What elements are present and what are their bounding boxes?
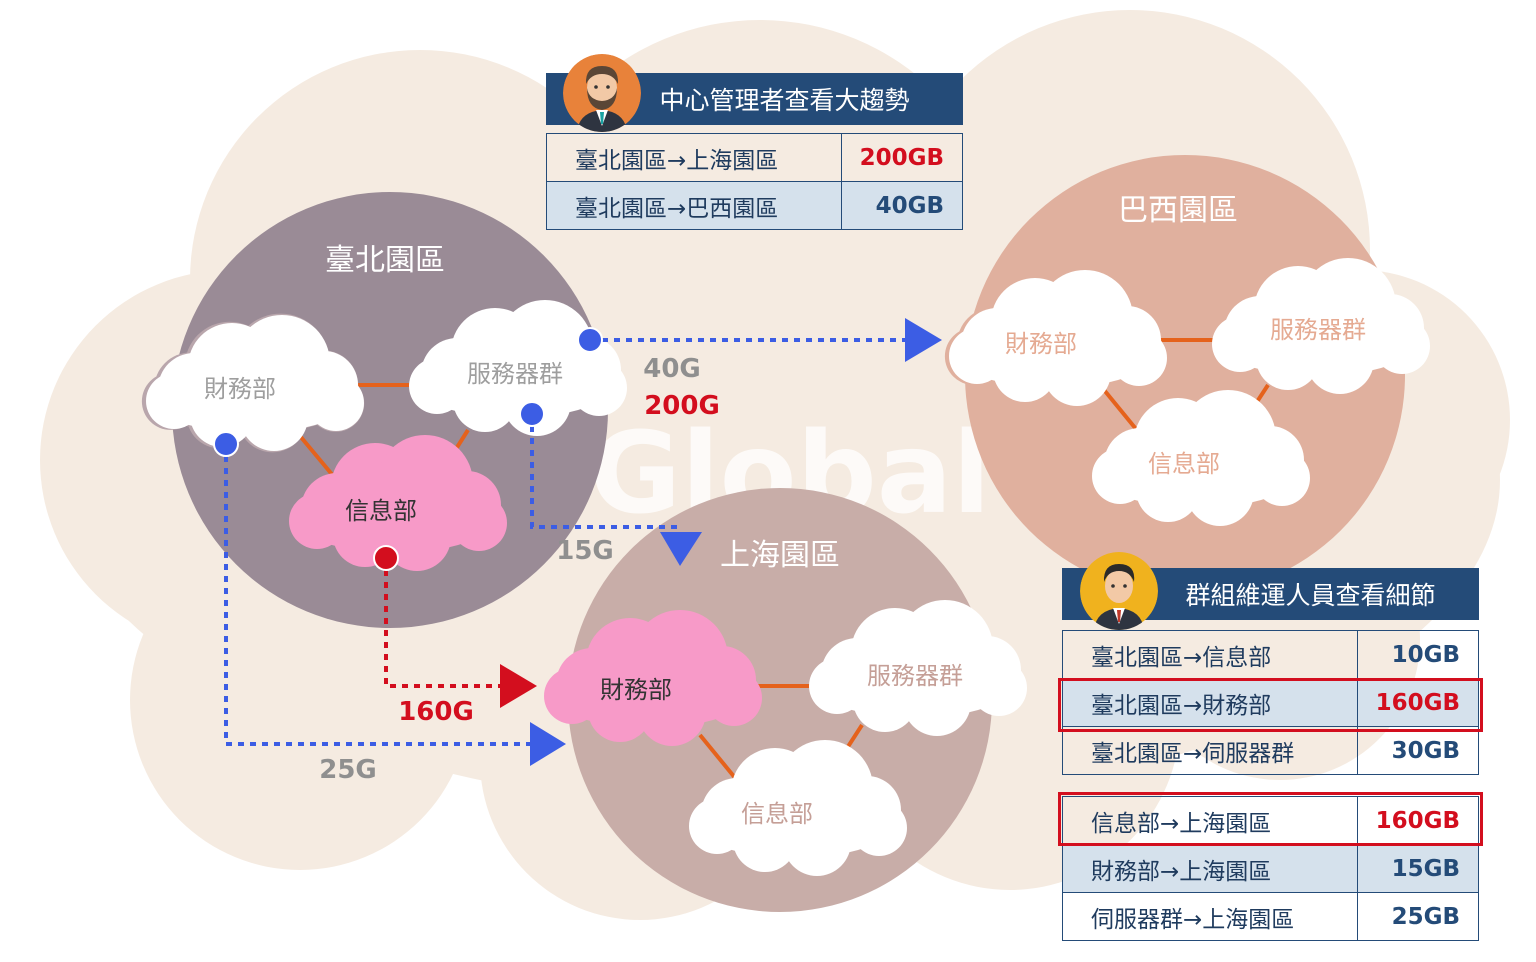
taipei-it-port-dot — [373, 545, 399, 571]
table-row: 臺北園區→巴西園區 40GB — [546, 181, 963, 230]
taipei-finance-label: 財務部 — [204, 375, 276, 403]
ops-group2-table: 信息部→上海園區 160GB 財務部→上海園區 15GB 伺服器群→上海園區 2… — [1062, 796, 1479, 941]
flow-servers-to-shanghai — [530, 414, 702, 566]
route-cell: 臺北園區→伺服器群 — [1062, 726, 1358, 775]
flow-label-40g: 40G — [643, 354, 701, 384]
route-cell: 信息部→上海園區 — [1062, 796, 1358, 845]
shanghai-finance-label: 財務部 — [600, 676, 672, 704]
shanghai-servers-cloud: 服務器群 — [809, 600, 1027, 736]
route-cell: 臺北園區→巴西園區 — [546, 181, 842, 230]
taipei-finance-port-dot — [213, 431, 239, 457]
flow-label-15g: 15G — [556, 536, 614, 566]
taipei-servers-cloud: 服務器群 — [409, 300, 627, 436]
shanghai-servers-label: 服務器群 — [867, 662, 963, 690]
taipei-servers-label: 服務器群 — [467, 360, 563, 388]
brazil-servers-label: 服務器群 — [1270, 316, 1366, 344]
amount-cell: 200GB — [841, 133, 963, 182]
route-cell: 財務部→上海園區 — [1062, 844, 1358, 893]
route-cell: 臺北園區→財務部 — [1062, 678, 1358, 727]
taipei-servers-port-dot — [577, 327, 603, 353]
manager-flow-table: 臺北園區→上海園區 200GB 臺北園區→巴西園區 40GB — [546, 133, 963, 230]
manager-panel-title: 中心管理者查看大趨勢 — [659, 86, 910, 115]
table-row: 信息部→上海園區 160GB — [1062, 796, 1479, 845]
flow-it-to-shanghai-finance — [384, 558, 537, 708]
highlight-box-it-160gb — [1058, 792, 1483, 846]
amount-cell: 30GB — [1357, 726, 1479, 775]
taipei-servers-port-dot-2 — [519, 401, 545, 427]
amount-cell: 25GB — [1357, 892, 1479, 941]
highlight-box-finance-160gb — [1058, 678, 1483, 732]
taipei-it-label: 信息部 — [345, 497, 417, 525]
table-row: 伺服器群→上海園區 25GB — [1062, 892, 1479, 941]
brazil-zone-title: 巴西園區 — [1118, 193, 1238, 228]
route-cell: 伺服器群→上海園區 — [1062, 892, 1358, 941]
taipei-it-cloud: 信息部 — [289, 435, 507, 571]
amount-cell: 40GB — [841, 181, 963, 230]
route-cell: 臺北園區→信息部 — [1062, 630, 1358, 679]
brazil-it-label: 信息部 — [1148, 450, 1220, 478]
shanghai-finance-cloud: 財務部 — [544, 610, 762, 746]
ops-staff-avatar-icon — [1080, 552, 1158, 630]
bearded-manager-avatar-icon — [563, 54, 641, 132]
table-row: 臺北園區→伺服器群 30GB — [1062, 726, 1479, 775]
taipei-finance-cloud: 財務部 — [141, 313, 365, 453]
route-cell: 臺北園區→上海園區 — [546, 133, 842, 182]
flow-label-25g: 25G — [319, 755, 377, 785]
ops-panel-title: 群組維運人員查看細節 — [1185, 581, 1436, 610]
shanghai-it-label: 信息部 — [741, 800, 813, 828]
brazil-finance-label: 財務部 — [1005, 330, 1077, 358]
amount-cell: 160GB — [1357, 678, 1479, 727]
amount-cell: 10GB — [1357, 630, 1479, 679]
ops-group1-table: 臺北園區→信息部 10GB 臺北園區→財務部 160GB 臺北園區→伺服器群 3… — [1062, 630, 1479, 775]
shanghai-zone-title: 上海園區 — [720, 538, 840, 573]
flow-servers-to-brazil — [590, 318, 942, 362]
brazil-finance-cloud: 財務部 — [944, 268, 1168, 408]
shanghai-it-cloud: 信息部 — [689, 740, 907, 876]
brazil-servers-cloud: 服務器群 — [1212, 258, 1430, 394]
amount-cell: 15GB — [1357, 844, 1479, 893]
table-row: 臺北園區→財務部 160GB — [1062, 678, 1479, 727]
table-row: 財務部→上海園區 15GB — [1062, 844, 1479, 893]
taipei-zone-title: 臺北園區 — [325, 243, 445, 278]
table-row: 臺北園區→上海園區 200GB — [546, 133, 963, 182]
flow-label-200g: 200G — [644, 391, 720, 421]
flow-finance-to-shanghai — [224, 444, 566, 766]
flow-label-160g: 160G — [398, 697, 474, 727]
brazil-it-cloud: 信息部 — [1092, 390, 1310, 526]
table-row: 臺北園區→信息部 10GB — [1062, 630, 1479, 679]
